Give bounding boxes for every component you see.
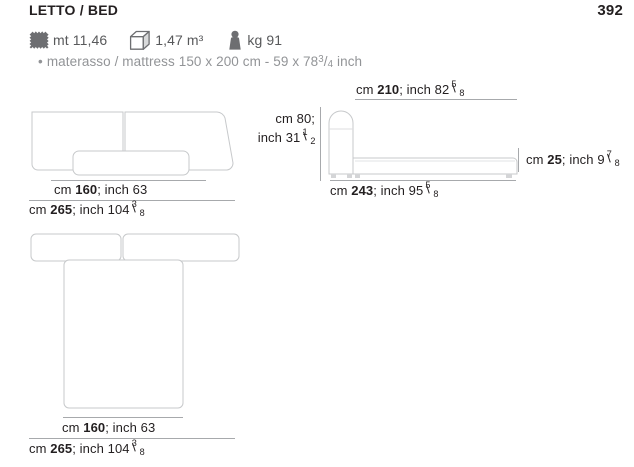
mattress-note-text: materasso / mattress 150 x 200 cm - 59 x… <box>46 54 319 70</box>
weight-icon <box>225 30 245 51</box>
dimension-line-side-bottom <box>330 180 516 181</box>
dimension-label-side-height-line1: cm 80; <box>275 111 315 126</box>
bullet-icon: • <box>38 54 43 70</box>
dimension-line-headboard-outer <box>29 200 235 201</box>
volume-cube-icon <box>129 30 153 51</box>
headboard-front-view-drawing <box>29 108 244 180</box>
mattress-fraction-numerator: 3 <box>318 54 324 65</box>
dimension-line-plan-inner <box>63 417 183 418</box>
plan-view-drawing <box>29 232 241 412</box>
dimension-label-plan-inner: cm 160; inch 63 <box>62 420 156 435</box>
dimension-line-plan-outer <box>29 438 235 439</box>
dimension-line-side-base-height <box>518 148 519 172</box>
page-number: 392 <box>597 2 623 19</box>
mattress-note: •materasso / mattress 150 x 200 cm - 59 … <box>38 54 362 70</box>
spec-value-fabric: mt 11,46 <box>53 32 108 48</box>
page-title: LETTO / BED <box>29 2 119 18</box>
mattress-fraction-slash: / <box>323 54 328 70</box>
spec-value-weight: kg 91 <box>247 32 283 48</box>
dimension-line-side-height <box>320 107 321 181</box>
spec-item-volume: 1,47 m³ <box>129 30 203 51</box>
dimension-line-side-top <box>355 99 517 100</box>
side-elevation-drawing <box>328 108 518 182</box>
fabric-swatch-icon <box>29 30 51 50</box>
dimension-line-headboard-inner <box>51 180 206 181</box>
spec-value-volume: 1,47 m³ <box>155 32 204 48</box>
mattress-fraction-denominator: 4 <box>327 59 334 71</box>
spec-item-weight: kg 91 <box>225 30 282 51</box>
spec-item-fabric: mt 11,46 <box>29 30 107 50</box>
mattress-note-unit: inch <box>337 54 363 70</box>
spec-row: mt 11,46 1,47 m³ kg 91 <box>29 29 282 51</box>
dimension-label-headboard-inner: cm 160; inch 63 <box>54 182 148 197</box>
